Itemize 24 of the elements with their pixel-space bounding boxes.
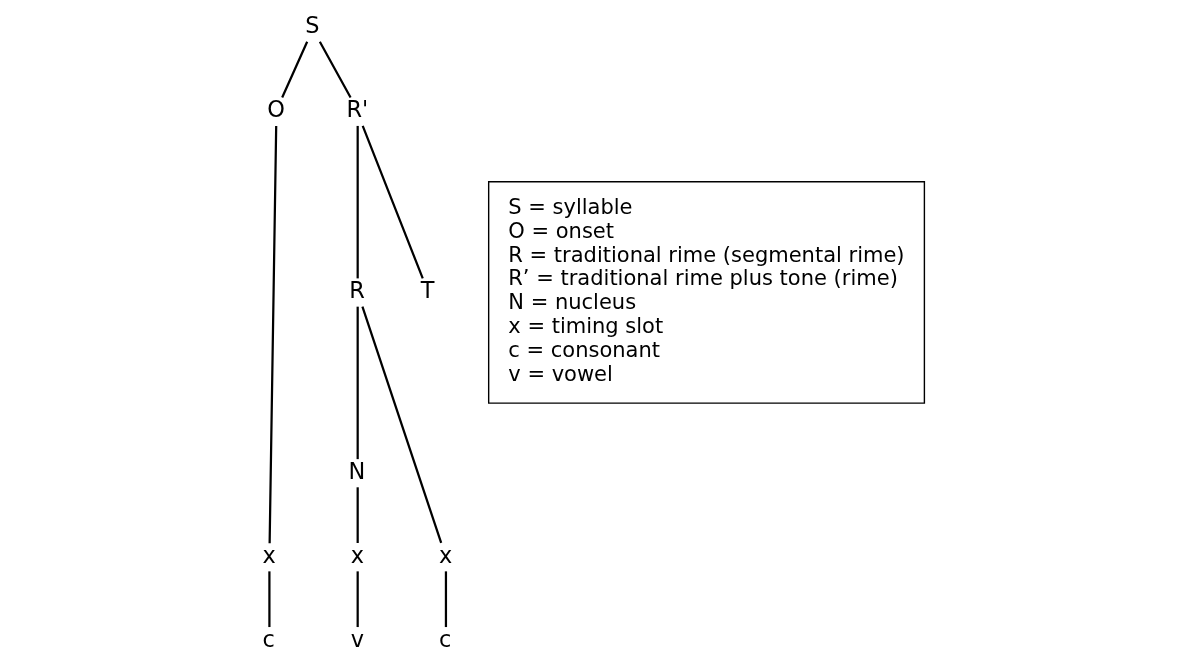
connector xyxy=(356,487,359,543)
node-text: x xyxy=(438,541,453,568)
connector xyxy=(356,571,359,628)
connector xyxy=(268,126,278,544)
node-text: R' xyxy=(346,96,369,123)
connector xyxy=(318,41,352,98)
connector xyxy=(356,306,359,460)
connector xyxy=(268,571,271,628)
node-text: x xyxy=(350,541,364,568)
node-box: S = syllable O = onset R = traditional rime (segmental rime) R’ = traditional rime plus tone (rime) N = nucleus x = timing slot c = consonant v = vowel xyxy=(487,181,926,404)
node-text: S xyxy=(305,12,320,38)
node-text: c xyxy=(438,625,452,652)
node-text: N xyxy=(348,457,366,484)
node-text: R xyxy=(349,276,365,303)
node-text: c xyxy=(262,625,275,652)
connector xyxy=(356,125,359,279)
connector xyxy=(444,571,448,628)
connector xyxy=(281,41,309,98)
connector xyxy=(361,125,424,279)
node-text: x xyxy=(262,541,276,568)
connector xyxy=(361,306,443,544)
node-text: v xyxy=(350,625,364,652)
node-text: T xyxy=(420,276,435,303)
node-text: O xyxy=(267,96,285,123)
